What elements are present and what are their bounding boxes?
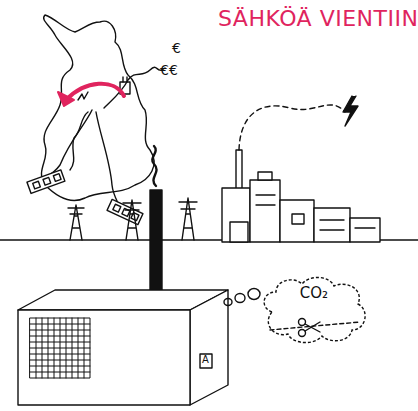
euro-sign: €€ bbox=[160, 62, 178, 78]
cable bbox=[70, 112, 88, 170]
export-arrow bbox=[66, 84, 124, 100]
cable bbox=[45, 110, 92, 178]
dashed-cable bbox=[239, 105, 345, 150]
lightning-symbol bbox=[343, 96, 358, 126]
plug-pin bbox=[126, 77, 127, 82]
cloud-outline bbox=[258, 272, 370, 348]
pylon bbox=[179, 198, 197, 240]
plug-pin bbox=[122, 77, 123, 82]
arrow-head bbox=[58, 92, 74, 106]
cable bbox=[96, 112, 120, 208]
chimney bbox=[150, 190, 162, 302]
power-strip bbox=[27, 170, 65, 194]
pylon bbox=[123, 200, 141, 240]
euro-sign: € bbox=[172, 40, 181, 56]
factory-window bbox=[30, 318, 90, 378]
pylon bbox=[68, 205, 84, 240]
thought-bubble bbox=[235, 294, 245, 303]
thought-bubble bbox=[224, 299, 232, 306]
scissors-symbol bbox=[299, 319, 321, 337]
factory bbox=[18, 290, 228, 405]
node-label: CO₂ bbox=[258, 284, 370, 302]
sign-box bbox=[200, 354, 212, 368]
title: SÄHKÖÄ VIENTIIN bbox=[218, 6, 413, 31]
sign-letter: A bbox=[202, 354, 209, 365]
plant-windows bbox=[256, 195, 375, 230]
thought-cloud: CO₂ bbox=[258, 272, 370, 348]
thought-bubble bbox=[248, 289, 260, 300]
spark bbox=[78, 92, 88, 100]
power-plant bbox=[222, 150, 380, 242]
smoke bbox=[152, 146, 156, 186]
